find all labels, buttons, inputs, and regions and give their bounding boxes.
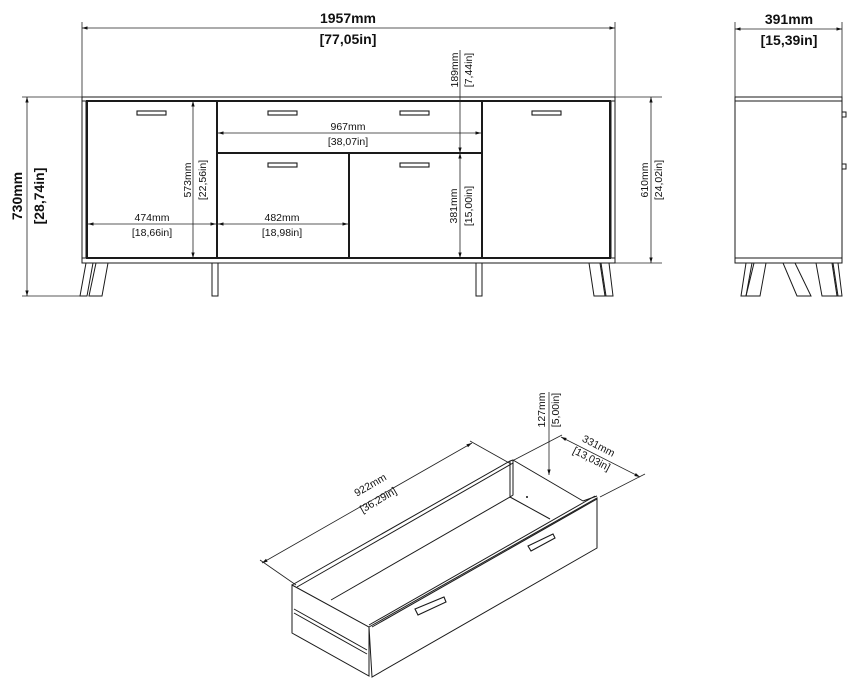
overall-height-mm: 730mm	[9, 172, 25, 220]
center-door-width-mm: 482mm	[264, 212, 299, 224]
left-door-width-in: [18,66in]	[132, 227, 172, 239]
lower-door-height-mm: 381mm	[448, 188, 460, 223]
left-door-handle	[136, 110, 167, 116]
depth-dimension: 391mm [15,39in]	[734, 11, 843, 98]
center-left-door-handle	[267, 162, 298, 168]
side-top	[734, 96, 843, 102]
drawer-height-mm: 127mm	[536, 392, 548, 427]
top-drawer-height-in: [7,44in]	[463, 53, 475, 88]
body-height-dimension: 610mm [24,02in]	[615, 96, 665, 264]
drawer-handle-right	[527, 533, 556, 552]
right-door-handle	[531, 110, 562, 116]
door-height-in: [22,56in]	[197, 160, 209, 200]
side-view: 391mm [15,39in]	[734, 11, 847, 297]
drawer-width-dimension: 967mm [38,07in]	[218, 121, 481, 148]
drawer-length-dimension: 922mm [36,29in]	[259, 440, 512, 586]
drawer-isometric-view: 922mm [36,29in] 127mm [5,00in] 331mm [13…	[259, 392, 646, 678]
overall-width-mm: 1957mm	[320, 10, 376, 26]
door-height-mm: 573mm	[182, 162, 194, 197]
top-drawer-height-dimension: 189mm [7,44in]	[449, 50, 475, 153]
center-right-door-handle	[399, 162, 430, 168]
right-door	[481, 100, 611, 259]
overall-height-dimension: 730mm [28,74in]	[9, 96, 82, 297]
side-body	[734, 100, 843, 259]
front-view: 1957mm [77,05in]	[9, 10, 665, 297]
drawer-back-edge	[509, 459, 514, 498]
side-handle-bottom	[841, 163, 847, 170]
depth-in: [15,39in]	[761, 32, 818, 48]
side-handle-top	[841, 111, 847, 118]
legs	[79, 262, 614, 297]
drawer-height-in: [5,00in]	[550, 393, 562, 428]
lower-door-height-in: [15,00in]	[463, 186, 475, 226]
drawer-handle-left	[414, 596, 447, 616]
drawer-height-dimension: 127mm [5,00in]	[536, 392, 562, 475]
side-plinth	[734, 257, 843, 264]
overall-width-in: [77,05in]	[320, 31, 377, 47]
side-legs	[740, 262, 843, 297]
center-door-width-in: [18,98in]	[262, 227, 302, 239]
depth-mm: 391mm	[765, 11, 813, 27]
center-door-width-dimension: 482mm [18,98in]	[218, 212, 348, 239]
door-height-dimension: 573mm [22,56in]	[182, 101, 209, 258]
center-left-door	[216, 152, 350, 259]
overall-width-dimension: 1957mm [77,05in]	[81, 10, 616, 100]
lower-door-height-dimension: 381mm [15,00in]	[448, 153, 475, 258]
drawer-side-panel	[291, 584, 370, 677]
top-drawer-handle-right	[399, 110, 430, 116]
overall-height-in: [28,74in]	[31, 168, 47, 225]
drawer-width-in: [38,07in]	[328, 136, 368, 148]
body-height-in: [24,02in]	[653, 160, 665, 200]
body-height-mm: 610mm	[639, 162, 651, 197]
drawer-depth-dimension: 331mm [13,03in]	[513, 433, 646, 498]
drawer-width-mm: 967mm	[330, 121, 365, 133]
drawer-front-panel	[368, 497, 598, 678]
left-door-width-dimension: 474mm [18,66in]	[88, 212, 216, 239]
top-drawer-handle-left	[267, 110, 298, 116]
top-drawer-height-mm: 189mm	[449, 52, 461, 87]
left-door-width-mm: 474mm	[134, 212, 169, 224]
